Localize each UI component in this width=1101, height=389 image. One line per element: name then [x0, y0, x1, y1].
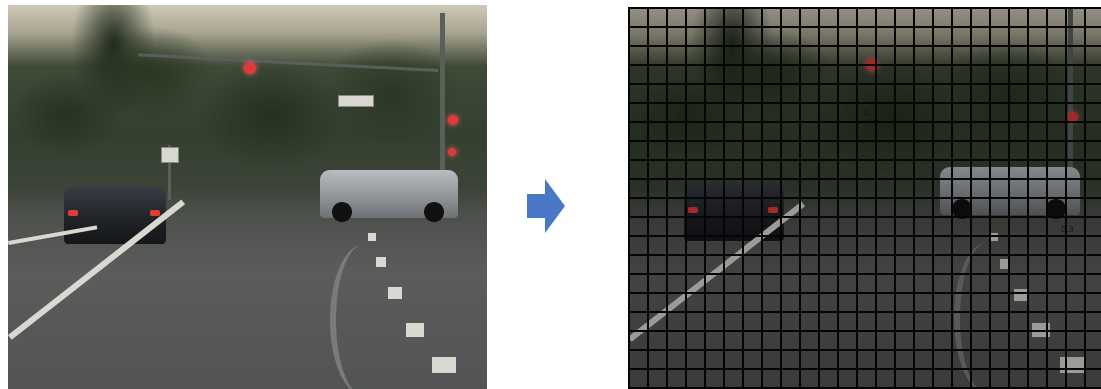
- red-traffic-light: [448, 148, 456, 156]
- dashed-lane-marking: [432, 357, 456, 373]
- wheel: [332, 202, 352, 222]
- right-arrow-icon: [527, 179, 565, 233]
- red-traffic-light: [244, 62, 256, 74]
- red-traffic-light: [448, 115, 458, 125]
- gridded-road-photo: 0.3 0.3: [628, 7, 1101, 389]
- road-crack: [330, 245, 396, 389]
- traffic-sign: [161, 147, 179, 163]
- dashed-lane-marking: [368, 233, 376, 241]
- taillight: [68, 210, 78, 216]
- dark-sedan: [64, 186, 166, 244]
- dashed-lane-marking: [406, 323, 424, 337]
- original-road-photo: [8, 5, 487, 389]
- taillight: [150, 210, 160, 216]
- street-sign: [338, 95, 374, 107]
- grid-cell-label: 0.3: [1061, 225, 1074, 234]
- wheel: [424, 202, 444, 222]
- grid-overlay: [628, 7, 1101, 389]
- silver-suv: [320, 170, 458, 218]
- grid-cell-label: 0.3: [864, 109, 877, 118]
